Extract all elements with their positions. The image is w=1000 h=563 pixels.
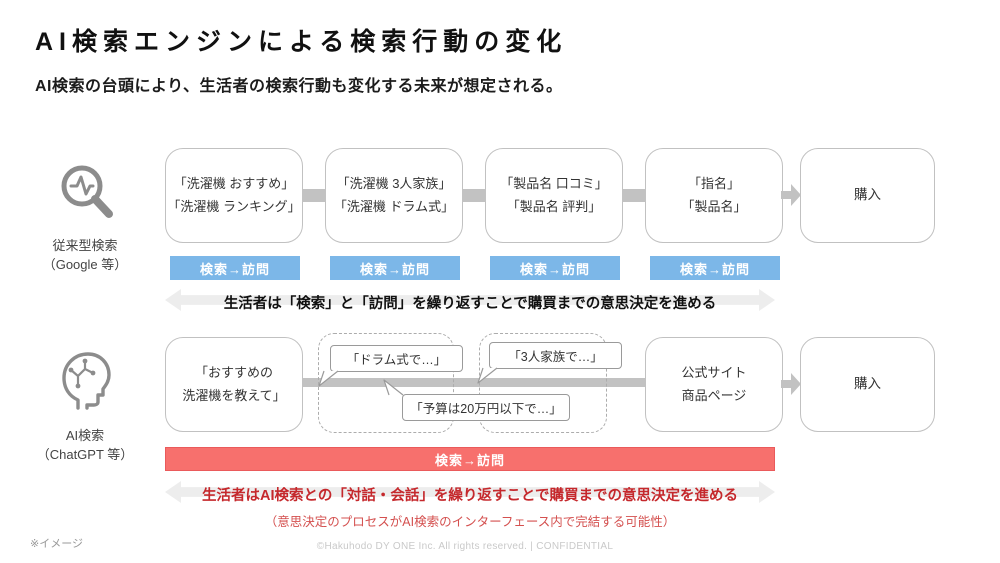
ai-prompt-box: 「おすすめの 洗濯機を教えて」	[165, 337, 303, 432]
speech-bubble-3: 「予算は20万円以下で…」	[402, 394, 570, 421]
bubble-tail-icon	[477, 367, 499, 389]
ai-search-label-line1: AI検索	[65, 428, 105, 443]
right-arrow-icon	[781, 184, 801, 206]
speech-bubble-1: 「ドラム式で…」	[330, 345, 463, 372]
query-box-2-line2: 「洗濯機 ドラム式」	[333, 198, 455, 214]
connector-bar	[462, 189, 486, 202]
query-box-2: 「洗濯機 3人家族」 「洗濯機 ドラム式」	[325, 148, 463, 243]
search-visit-badge: 検索→訪問	[650, 256, 780, 280]
page-subtitle: AI検索の台頭により、生活者の検索行動も変化する未来が想定される。	[35, 78, 563, 95]
query-box-3-line2: 「製品名 評判」	[506, 198, 602, 214]
bubble-tail-icon	[318, 370, 340, 392]
ai-arrow-text: 生活者はAI検索との「対話・会話」を繰り返すことで購買までの意思決定を進める	[202, 488, 738, 504]
ai-prompt-line1: 「おすすめの	[194, 365, 273, 381]
search-visit-badge: 検索→訪問	[490, 256, 620, 280]
query-box-4-line1: 「指名」	[687, 176, 740, 192]
traditional-search-label-line2: （Google 等）	[42, 256, 128, 272]
bubble-tail-icon	[383, 379, 405, 401]
query-box-4-line2: 「製品名」	[681, 198, 747, 214]
query-box-4: 「指名」 「製品名」	[645, 148, 783, 243]
connector-bar	[302, 189, 326, 202]
speech-bubble-2: 「3人家族で…」	[489, 342, 622, 369]
ai-prompt-line2: 洗濯機を教えて」	[182, 387, 286, 403]
ai-completion-note: （意思決定のプロセスがAI検索のインターフェース内で完結する可能性）	[264, 515, 676, 529]
ai-search-label-line2: （ChatGPT 等）	[36, 446, 134, 462]
traditional-arrow-text: 生活者は「検索」と「訪問」を繰り返すことで購買までの意思決定を進める	[223, 296, 717, 312]
query-box-2-line1: 「洗濯機 3人家族」	[336, 176, 452, 192]
query-box-3-line1: 「製品名 口コミ」	[500, 176, 608, 192]
dialog-group-2	[479, 333, 607, 433]
conversation-line	[303, 378, 645, 387]
page-title: AI検索エンジンによる検索行動の変化	[35, 28, 568, 56]
search-visit-badge: 検索→訪問	[170, 256, 300, 280]
purchase-box-bottom: 購入	[800, 337, 935, 432]
official-site-line2: 商品ページ	[681, 387, 747, 403]
query-box-3: 「製品名 口コミ」 「製品名 評判」	[485, 148, 623, 243]
traditional-search-label-line1: 従来型検索	[52, 238, 118, 253]
dialog-group-1	[318, 333, 454, 433]
query-box-1-line2: 「洗濯機 ランキング」	[167, 198, 301, 214]
ai-head-circuit-icon	[54, 348, 118, 412]
connector-bar	[622, 189, 646, 202]
right-arrow-icon	[781, 373, 801, 395]
magnifier-pulse-icon	[55, 160, 119, 224]
image-disclaimer: ※イメージ	[30, 538, 83, 550]
official-site-box: 公式サイト 商品ページ	[645, 337, 783, 432]
purchase-box-top: 購入	[800, 148, 935, 243]
official-site-line1: 公式サイト	[681, 365, 747, 381]
query-box-1-line1: 「洗濯機 おすすめ」	[173, 176, 295, 192]
search-visit-red-bar: 検索→訪問	[165, 447, 775, 471]
search-visit-badge: 検索→訪問	[330, 256, 460, 280]
query-box-1: 「洗濯機 おすすめ」 「洗濯機 ランキング」	[165, 148, 303, 243]
copyright-text: ©Hakuhodo DY ONE Inc. All rights reserve…	[316, 541, 614, 552]
traditional-search-label: 従来型検索 （Google 等）	[10, 237, 160, 275]
ai-search-label: AI検索 （ChatGPT 等）	[10, 427, 160, 465]
